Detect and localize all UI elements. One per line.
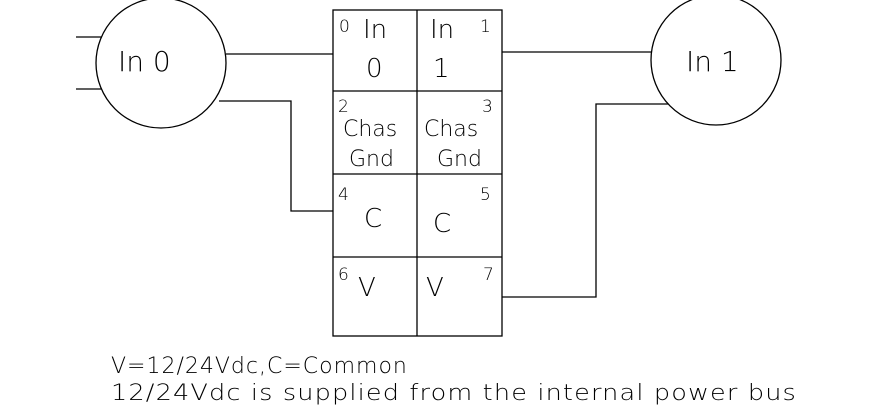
sensor-in-0: In 0: [95, 0, 227, 129]
terminal-3-label-line2: Gnd: [437, 147, 482, 172]
terminal-3-label-line1: Chas: [424, 117, 478, 142]
terminal-1-label-line2: 1: [433, 54, 450, 84]
terminal-3-number: 3: [482, 97, 493, 117]
terminal-0-label-line1: In: [363, 15, 387, 45]
terminal-6-label: V: [358, 273, 376, 303]
terminal-7-number: 7: [483, 265, 494, 285]
terminal-2-number: 2: [338, 97, 349, 117]
sensor-in-1-label: In 1: [686, 45, 739, 78]
terminal-7-label: V: [426, 273, 444, 303]
terminal-1-number: 1: [480, 17, 491, 37]
terminal-4-number: 4: [338, 185, 349, 205]
terminal-2-label-line2: Gnd: [349, 147, 394, 172]
sensor-in-0-label: In 0: [118, 45, 171, 78]
terminal-0-number: 0: [339, 17, 350, 37]
terminal-1-label-line1: In: [430, 15, 454, 45]
terminal-block: 0 In 0 In 1 1 2 Chas Gnd 3 Chas Gnd 4 C …: [332, 9, 503, 337]
note-line-2: 12/24Vdc is supplied from the internal p…: [111, 381, 797, 406]
wires: [76, 36, 670, 298]
terminal-5-label: C: [433, 209, 451, 239]
terminal-4-label: C: [364, 204, 382, 234]
terminal-5-number: 5: [480, 185, 491, 205]
wire-in1-to-terminal-7: [502, 103, 670, 298]
terminal-6-number: 6: [338, 265, 349, 285]
sensor-in-0-circle: [95, 0, 227, 129]
terminal-2-label-line1: Chas: [343, 117, 397, 142]
note-line-1: V=12/24Vdc,C=Common: [111, 354, 408, 379]
wire-in0-to-terminal-4: [219, 100, 333, 212]
sensor-in-1: In 1: [650, 0, 782, 126]
terminal-0-label-line2: 0: [366, 54, 383, 84]
sensor-in-1-circle: [650, 0, 782, 126]
